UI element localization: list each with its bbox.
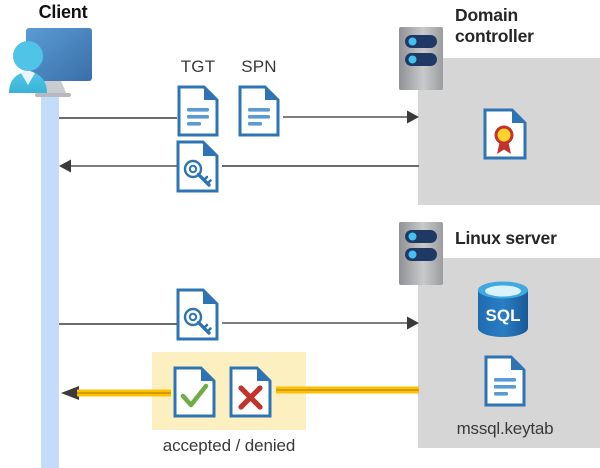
accepted-denied-caption: accepted / denied xyxy=(162,436,296,455)
keytab-document-icon xyxy=(484,355,526,407)
server-rack-icon-linux xyxy=(399,222,443,285)
accepted-document-icon xyxy=(173,366,217,418)
flow3-line-left xyxy=(59,323,177,325)
server-rack-icon-dc xyxy=(399,27,443,90)
client-user-monitor-icon xyxy=(5,25,97,101)
keytab-label: mssql.keytab xyxy=(456,419,554,438)
client-title: Client xyxy=(38,2,88,22)
flow4-line-right xyxy=(276,386,419,394)
flow4-arrow-left xyxy=(59,383,171,403)
tgt-document-icon xyxy=(177,85,219,137)
ticket-key-document-icon xyxy=(176,140,220,193)
certificate-icon xyxy=(483,108,527,160)
present-key-document-icon xyxy=(176,288,220,341)
denied-document-icon xyxy=(229,366,273,418)
domain-controller-title-line2: controller xyxy=(455,26,534,46)
flow1-line-left xyxy=(59,117,177,119)
spn-label: SPN xyxy=(241,57,277,76)
sql-label: SQL xyxy=(486,306,521,325)
domain-controller-title-line1: Domain xyxy=(455,5,518,25)
flow3-arrow-right xyxy=(222,314,419,332)
flow2-arrow-left xyxy=(59,157,181,175)
spn-document-icon xyxy=(238,85,280,137)
domain-controller-title: Domain controller xyxy=(455,5,600,47)
linux-server-title: Linux server xyxy=(455,228,557,248)
flow1-arrow-right xyxy=(283,108,419,126)
sql-database-icon: SQL xyxy=(476,280,530,338)
flow2-line-right xyxy=(222,165,419,167)
client-lifeline xyxy=(41,72,59,468)
tgt-label: TGT xyxy=(180,57,216,76)
